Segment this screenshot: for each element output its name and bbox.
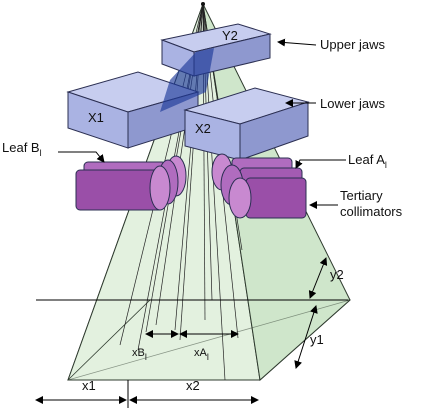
xb-dimension-label: xBl	[132, 347, 147, 362]
y2-jaw-label: Y2	[222, 28, 238, 43]
x2-jaw-label: X2	[195, 121, 211, 136]
leaf-a-label: Leaf Al	[348, 152, 387, 170]
leaf-bank-a	[211, 153, 307, 219]
leaf-bank-b	[75, 155, 187, 211]
upper-jaw-y2: Y2	[160, 23, 272, 77]
beam-core-shadow	[160, 48, 214, 112]
dimension-arrows	[35, 257, 348, 408]
tertiary-label-line1: Tertiary	[340, 188, 383, 203]
x1-jaw-label: X1	[88, 110, 104, 125]
upper-jaws-label: Upper jaws	[320, 37, 386, 52]
leaf-b-label: Leaf Bl	[2, 140, 42, 158]
lower-jaw-x2: X2	[183, 87, 310, 161]
tertiary-label-line2: collimators	[340, 204, 403, 219]
callout-arrows	[58, 38, 346, 209]
xa-dimension-label: xAl	[194, 347, 209, 362]
x1-dimension-label: x1	[82, 378, 96, 393]
lower-jaws-label: Lower jaws	[320, 96, 386, 111]
y2-dimension-label: y2	[330, 267, 344, 282]
source-point	[201, 2, 205, 6]
x2-dimension-label: x2	[186, 378, 200, 393]
y1-dimension-label: y1	[310, 332, 324, 347]
